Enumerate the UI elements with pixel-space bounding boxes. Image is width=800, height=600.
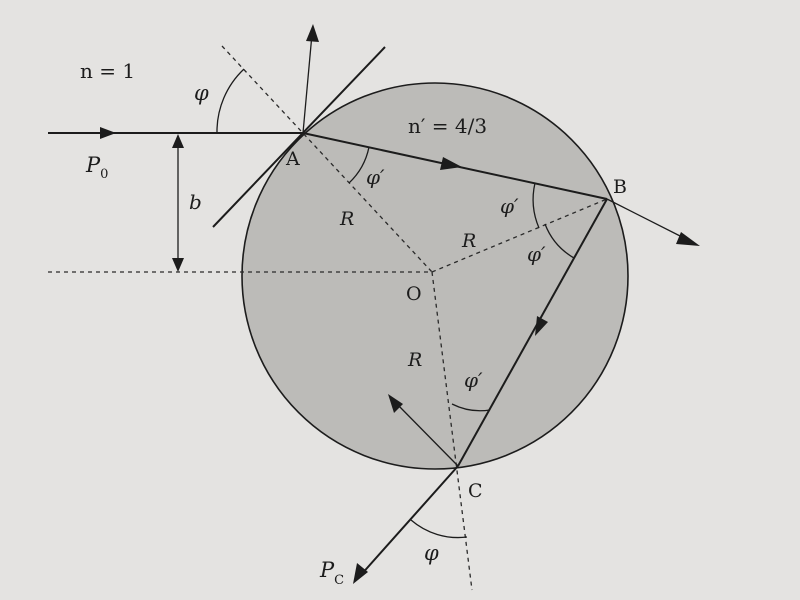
label-radius-oa: R <box>339 208 354 230</box>
label-n-outer: n = 1 <box>80 59 135 83</box>
label-impact-b: b <box>189 190 202 214</box>
impact-arrow-bottom <box>172 258 184 272</box>
label-angle-phi-prime-b1: φ′ <box>500 194 519 218</box>
label-radius-ob: R <box>461 230 476 252</box>
normal-a-dashed <box>221 45 433 273</box>
label-beam-pc-sub: C <box>334 573 344 588</box>
tangent-line-a <box>212 46 386 228</box>
label-angle-phi-prime-c: φ′ <box>464 368 483 392</box>
label-center-o: O <box>406 283 422 305</box>
label-beam-pc: PC <box>319 558 344 588</box>
label-angle-phi-a: φ <box>194 81 209 105</box>
reflected-ray-a <box>302 33 313 134</box>
label-point-a: A <box>285 148 300 170</box>
ray-b-to-c <box>457 198 608 467</box>
impact-arrow-top <box>172 134 184 148</box>
angle-arc-phi-prime-b2 <box>544 223 575 259</box>
angle-arc-phi-a <box>216 68 245 134</box>
ray-a-to-b-arrowhead <box>440 157 462 170</box>
label-beam-p0: P0 <box>85 153 108 182</box>
reflected-ray-c-arrowhead <box>388 394 403 413</box>
label-point-b: B <box>613 176 627 198</box>
label-point-c: C <box>468 480 483 502</box>
angle-arc-phi-prime-a <box>348 146 370 184</box>
sphere <box>241 82 629 470</box>
outgoing-ray-c-arrowhead <box>353 563 368 584</box>
reflected-ray-a-arrowhead <box>306 24 319 42</box>
angle-arc-phi-prime-c <box>451 403 491 412</box>
exit-ray-b <box>606 198 689 241</box>
angle-arc-phi-prime-b1 <box>532 182 540 229</box>
label-radius-oc: R <box>407 349 422 371</box>
label-angle-phi-prime-b2: φ′ <box>527 242 546 266</box>
reflected-ray-c <box>394 401 459 467</box>
ray-b-to-c-arrowhead <box>535 316 548 336</box>
label-beam-p0-sub: 0 <box>100 167 108 182</box>
label-beam-p0-main: P <box>85 153 101 177</box>
label-angle-phi-c: φ <box>424 541 439 565</box>
label-beam-pc-main: P <box>319 558 335 582</box>
label-n-inner: n′ = 4/3 <box>408 114 487 138</box>
exit-ray-b-arrowhead <box>676 232 700 246</box>
incident-ray-arrowhead <box>100 127 116 139</box>
label-angle-phi-prime-a: φ′ <box>366 165 385 189</box>
angle-arc-phi-c <box>410 519 468 539</box>
outgoing-ray-c <box>359 465 459 577</box>
